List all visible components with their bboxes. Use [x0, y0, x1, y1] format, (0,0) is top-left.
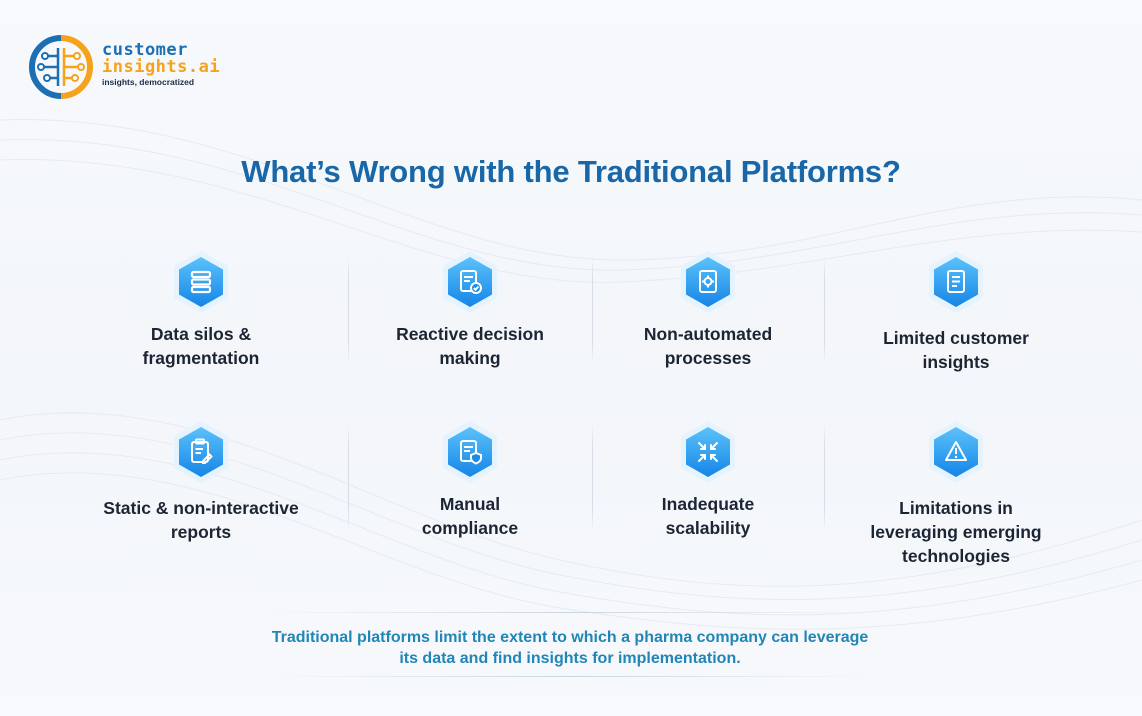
brand-logo[interactable]: customer insights.ai insights, democrati…: [28, 34, 220, 104]
minimize-arrows-icon: [681, 421, 735, 483]
brand-name-line2: insights.ai: [102, 57, 221, 77]
footer-divider-bottom: [265, 676, 877, 677]
database-stack-icon: [174, 251, 228, 313]
footer-line1: Traditional platforms limit the extent t…: [271, 629, 869, 646]
brand-tagline: insights, democratized: [102, 77, 195, 87]
circuit-brain-icon: [29, 35, 93, 99]
issue-card-data-silos: Data silos &fragmentation: [86, 250, 316, 370]
brand-name-line1: customer: [102, 40, 188, 60]
document-check-icon: [443, 251, 497, 313]
document-list-icon: [929, 251, 983, 313]
issue-label: Data silos &fragmentation: [142, 324, 260, 368]
footer-divider-top: [265, 612, 877, 613]
document-shield-icon: [443, 421, 497, 483]
column-divider: [592, 425, 593, 531]
footer-note: Traditional platforms limit the extent t…: [170, 627, 970, 669]
column-divider: [824, 425, 825, 531]
clipboard-edit-icon: [174, 421, 228, 483]
column-divider: [592, 258, 593, 364]
column-divider: [348, 425, 349, 531]
column-divider: [348, 258, 349, 364]
gear-document-icon: [681, 251, 735, 313]
warning-triangle-icon: [929, 421, 983, 483]
footer-line2: its data and find insights for implement…: [399, 650, 741, 667]
column-divider: [824, 258, 825, 364]
page-title: What’s Wrong with the Traditional Platfo…: [241, 154, 901, 189]
